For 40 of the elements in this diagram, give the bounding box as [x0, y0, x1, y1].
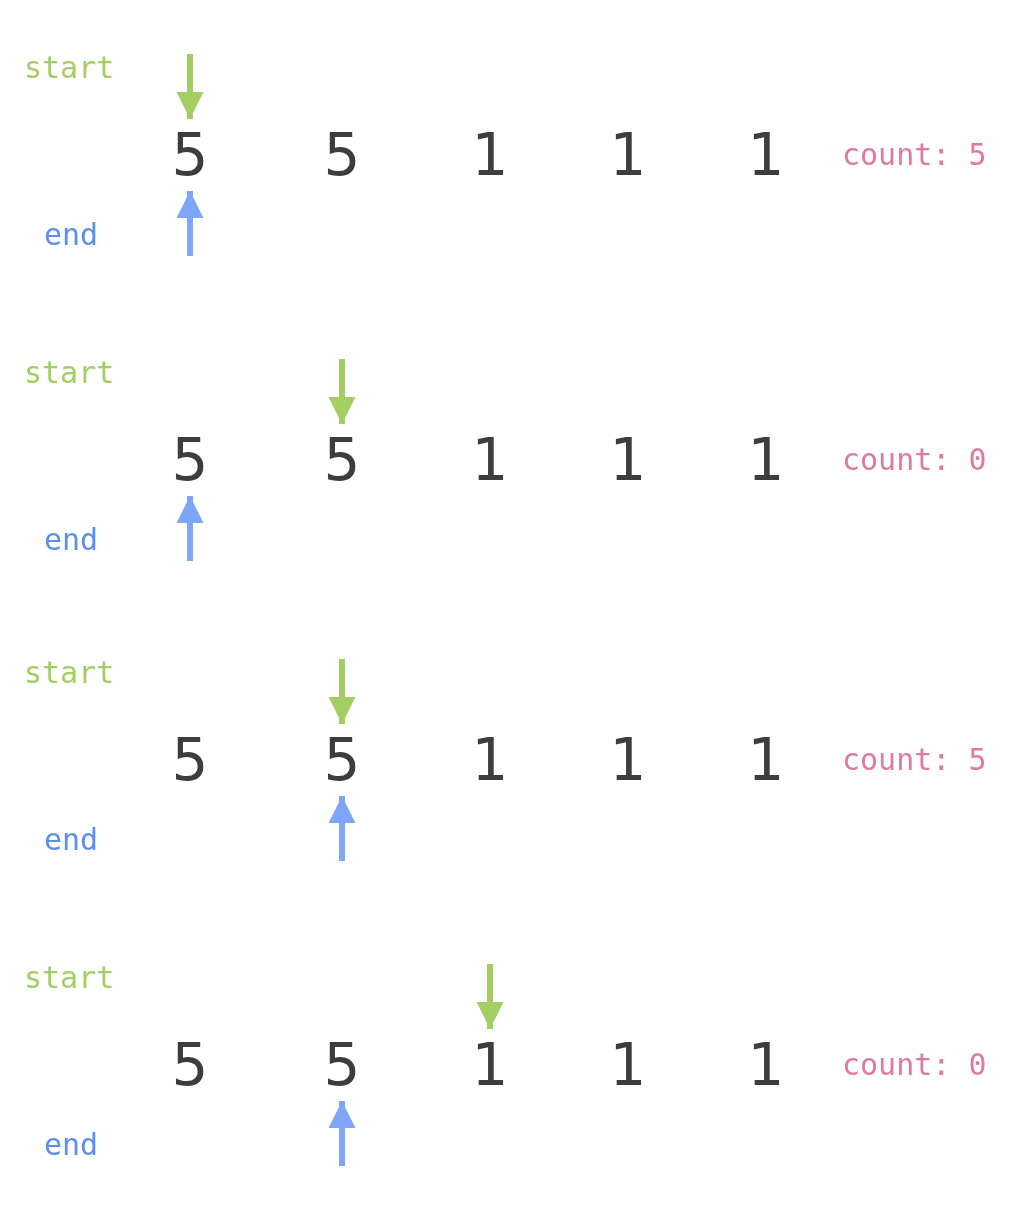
pointer-arrow: [476, 964, 504, 1029]
array-value: 1: [462, 424, 518, 496]
array-value: 1: [600, 724, 656, 796]
array-value: 5: [314, 1029, 370, 1101]
array-value: 1: [600, 424, 656, 496]
pointer-label: start: [24, 655, 115, 691]
count-label: count: 5: [842, 137, 987, 173]
pointer-label: end: [44, 522, 99, 558]
array-value: 5: [162, 1029, 218, 1101]
array-value: 1: [738, 1029, 794, 1101]
pointer-label: start: [24, 355, 115, 391]
array-value: 1: [738, 724, 794, 796]
array-value: 1: [600, 119, 656, 191]
count-label: count: 5: [842, 742, 987, 778]
pointer-arrow: [328, 796, 356, 861]
array-value: 5: [314, 424, 370, 496]
array-value: 5: [162, 424, 218, 496]
pointer-label: end: [44, 217, 99, 253]
pointer-label: end: [44, 822, 99, 858]
pointer-label: start: [24, 50, 115, 86]
array-value: 1: [738, 424, 794, 496]
count-label: count: 0: [842, 1047, 987, 1083]
array-value: 5: [314, 119, 370, 191]
pointer-arrow: [328, 359, 356, 424]
array-value: 1: [462, 119, 518, 191]
array-value: 1: [600, 1029, 656, 1101]
array-value: 1: [462, 1029, 518, 1101]
pointer-arrow: [176, 191, 204, 256]
array-value: 5: [162, 119, 218, 191]
array-value: 1: [462, 724, 518, 796]
count-label: count: 0: [842, 442, 987, 478]
pointer-label: start: [24, 960, 115, 996]
pointer-arrow: [176, 54, 204, 119]
array-value: 5: [314, 724, 370, 796]
pointer-arrow: [176, 496, 204, 561]
array-value: 5: [162, 724, 218, 796]
pointer-arrow: [328, 659, 356, 724]
array-value: 1: [738, 119, 794, 191]
pointer-label: end: [44, 1127, 99, 1163]
pointer-arrow: [328, 1101, 356, 1166]
